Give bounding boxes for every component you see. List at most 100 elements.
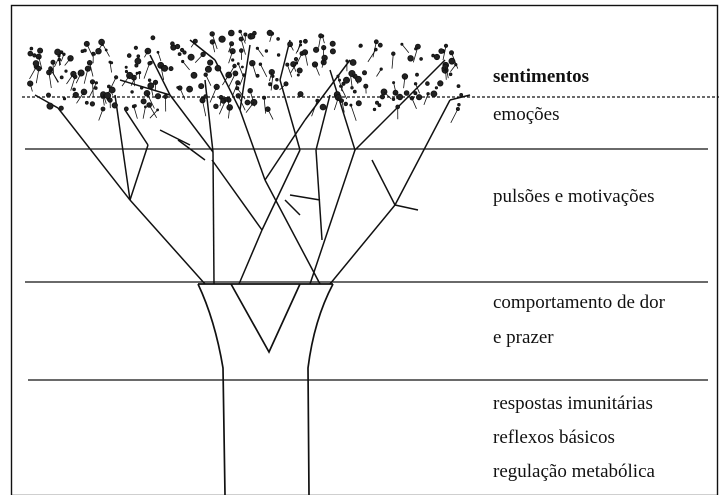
foliage-twig — [311, 100, 318, 117]
foliage-twig — [296, 53, 303, 65]
foliage-twig — [351, 73, 359, 85]
foliage-leaf — [214, 64, 222, 72]
foliage-twig — [142, 106, 146, 119]
foliage-leaf — [413, 91, 418, 96]
foliage-twig — [202, 100, 207, 117]
tree-branches — [34, 39, 471, 285]
foliage-twig — [314, 64, 320, 76]
level-label-immune: respostas imunitárias — [493, 393, 653, 414]
tree-branch — [354, 84, 421, 151]
tree-branch — [57, 107, 131, 201]
foliage-leaf — [70, 70, 77, 78]
foliage-leaf — [46, 102, 54, 110]
tree-trunk — [197, 283, 334, 495]
foliage-leaf — [72, 91, 79, 99]
foliage-twig — [237, 63, 243, 75]
foliage-twig — [340, 86, 348, 100]
foliage-twig — [239, 74, 245, 86]
foliage-leaf — [108, 86, 116, 94]
foliage-twig — [451, 52, 459, 69]
foliage-twig — [251, 63, 257, 78]
foliage-twig — [194, 54, 204, 63]
foliage-twig — [121, 75, 131, 87]
foliage-leaf — [95, 48, 102, 55]
foliage-twig — [211, 33, 218, 50]
foliage-leaf — [268, 82, 273, 87]
foliage-twig — [133, 106, 138, 119]
foliage-leaf — [62, 97, 67, 101]
foliage-twig — [240, 38, 246, 55]
tree-branch — [114, 94, 131, 201]
foliage-leaf — [342, 76, 350, 84]
foliage-twig — [442, 45, 447, 61]
foliage-twig — [237, 95, 246, 111]
foliage-twig — [109, 62, 112, 73]
foliage-leaf — [296, 73, 300, 77]
foliage-twig — [70, 76, 76, 91]
foliage-leaf — [186, 85, 194, 93]
tree-branch — [211, 159, 263, 231]
foliage-leaf — [124, 65, 128, 69]
tree-branch — [304, 59, 351, 121]
foliage-leaf — [139, 86, 144, 90]
foliage-leaf — [187, 53, 195, 61]
foliage-leaf — [176, 86, 180, 89]
foliage-twig — [295, 44, 301, 54]
foliage-leaf — [180, 47, 185, 53]
level-label-metabolic: regulação metabólica — [493, 461, 655, 482]
foliage-twig — [38, 56, 43, 70]
tree-branch — [279, 39, 291, 81]
foliage-leaf — [134, 63, 139, 68]
foliage-leaf — [438, 48, 445, 54]
foliage-leaf — [170, 41, 175, 46]
foliage-leaf — [37, 47, 44, 54]
foliage-leaf — [32, 53, 37, 58]
foliage-leaf — [110, 61, 114, 65]
foliage-twig — [89, 62, 94, 77]
tree-branch — [238, 229, 263, 285]
foliage-twig — [50, 68, 59, 83]
foliage-leaf — [379, 94, 385, 100]
foliage-leaf — [84, 100, 89, 105]
foliage-leaf — [249, 33, 256, 40]
foliage-twig — [286, 64, 293, 78]
foliage-twig — [333, 97, 339, 111]
foliage-leaf — [433, 53, 440, 61]
tree-branch — [261, 149, 301, 231]
foliage-twig — [412, 46, 419, 63]
foliage-leaf — [434, 86, 438, 90]
foliage-leaf — [415, 72, 419, 77]
foliage-twig — [76, 91, 85, 104]
foliage-twig — [190, 40, 196, 48]
foliage-leaf — [403, 90, 410, 96]
foliage-twig — [205, 74, 212, 86]
foliage-leaf — [396, 93, 404, 101]
foliage-leaf — [89, 101, 96, 107]
foliage-twig — [411, 98, 417, 109]
foliage-leaf — [46, 92, 52, 98]
foliage-twig — [391, 53, 394, 69]
foliage-twig — [270, 76, 274, 91]
tree-branch — [169, 94, 214, 153]
foliage-leaf — [377, 42, 383, 48]
tree-branch — [279, 79, 301, 151]
foliage-leaf — [244, 99, 251, 106]
foliage-leaf — [302, 38, 308, 44]
foliage-leaf — [218, 35, 226, 43]
foliage-twig — [228, 65, 235, 76]
foliage-leaf — [198, 83, 205, 90]
foliage-leaf — [182, 50, 187, 55]
foliage-twig — [179, 87, 186, 100]
foliage-leaf — [437, 80, 444, 87]
foliage-leaf — [349, 59, 357, 66]
foliage-leaf — [415, 94, 423, 101]
foliage-leaf — [372, 107, 377, 112]
foliage-twig — [228, 107, 231, 119]
foliage-twig — [341, 100, 345, 113]
level-label-drives: pulsões e motivações — [493, 186, 655, 207]
foliage-twig — [149, 109, 158, 119]
tree-branch — [124, 109, 149, 146]
foliage-leaf — [190, 71, 198, 79]
foliage-twig — [318, 35, 322, 48]
